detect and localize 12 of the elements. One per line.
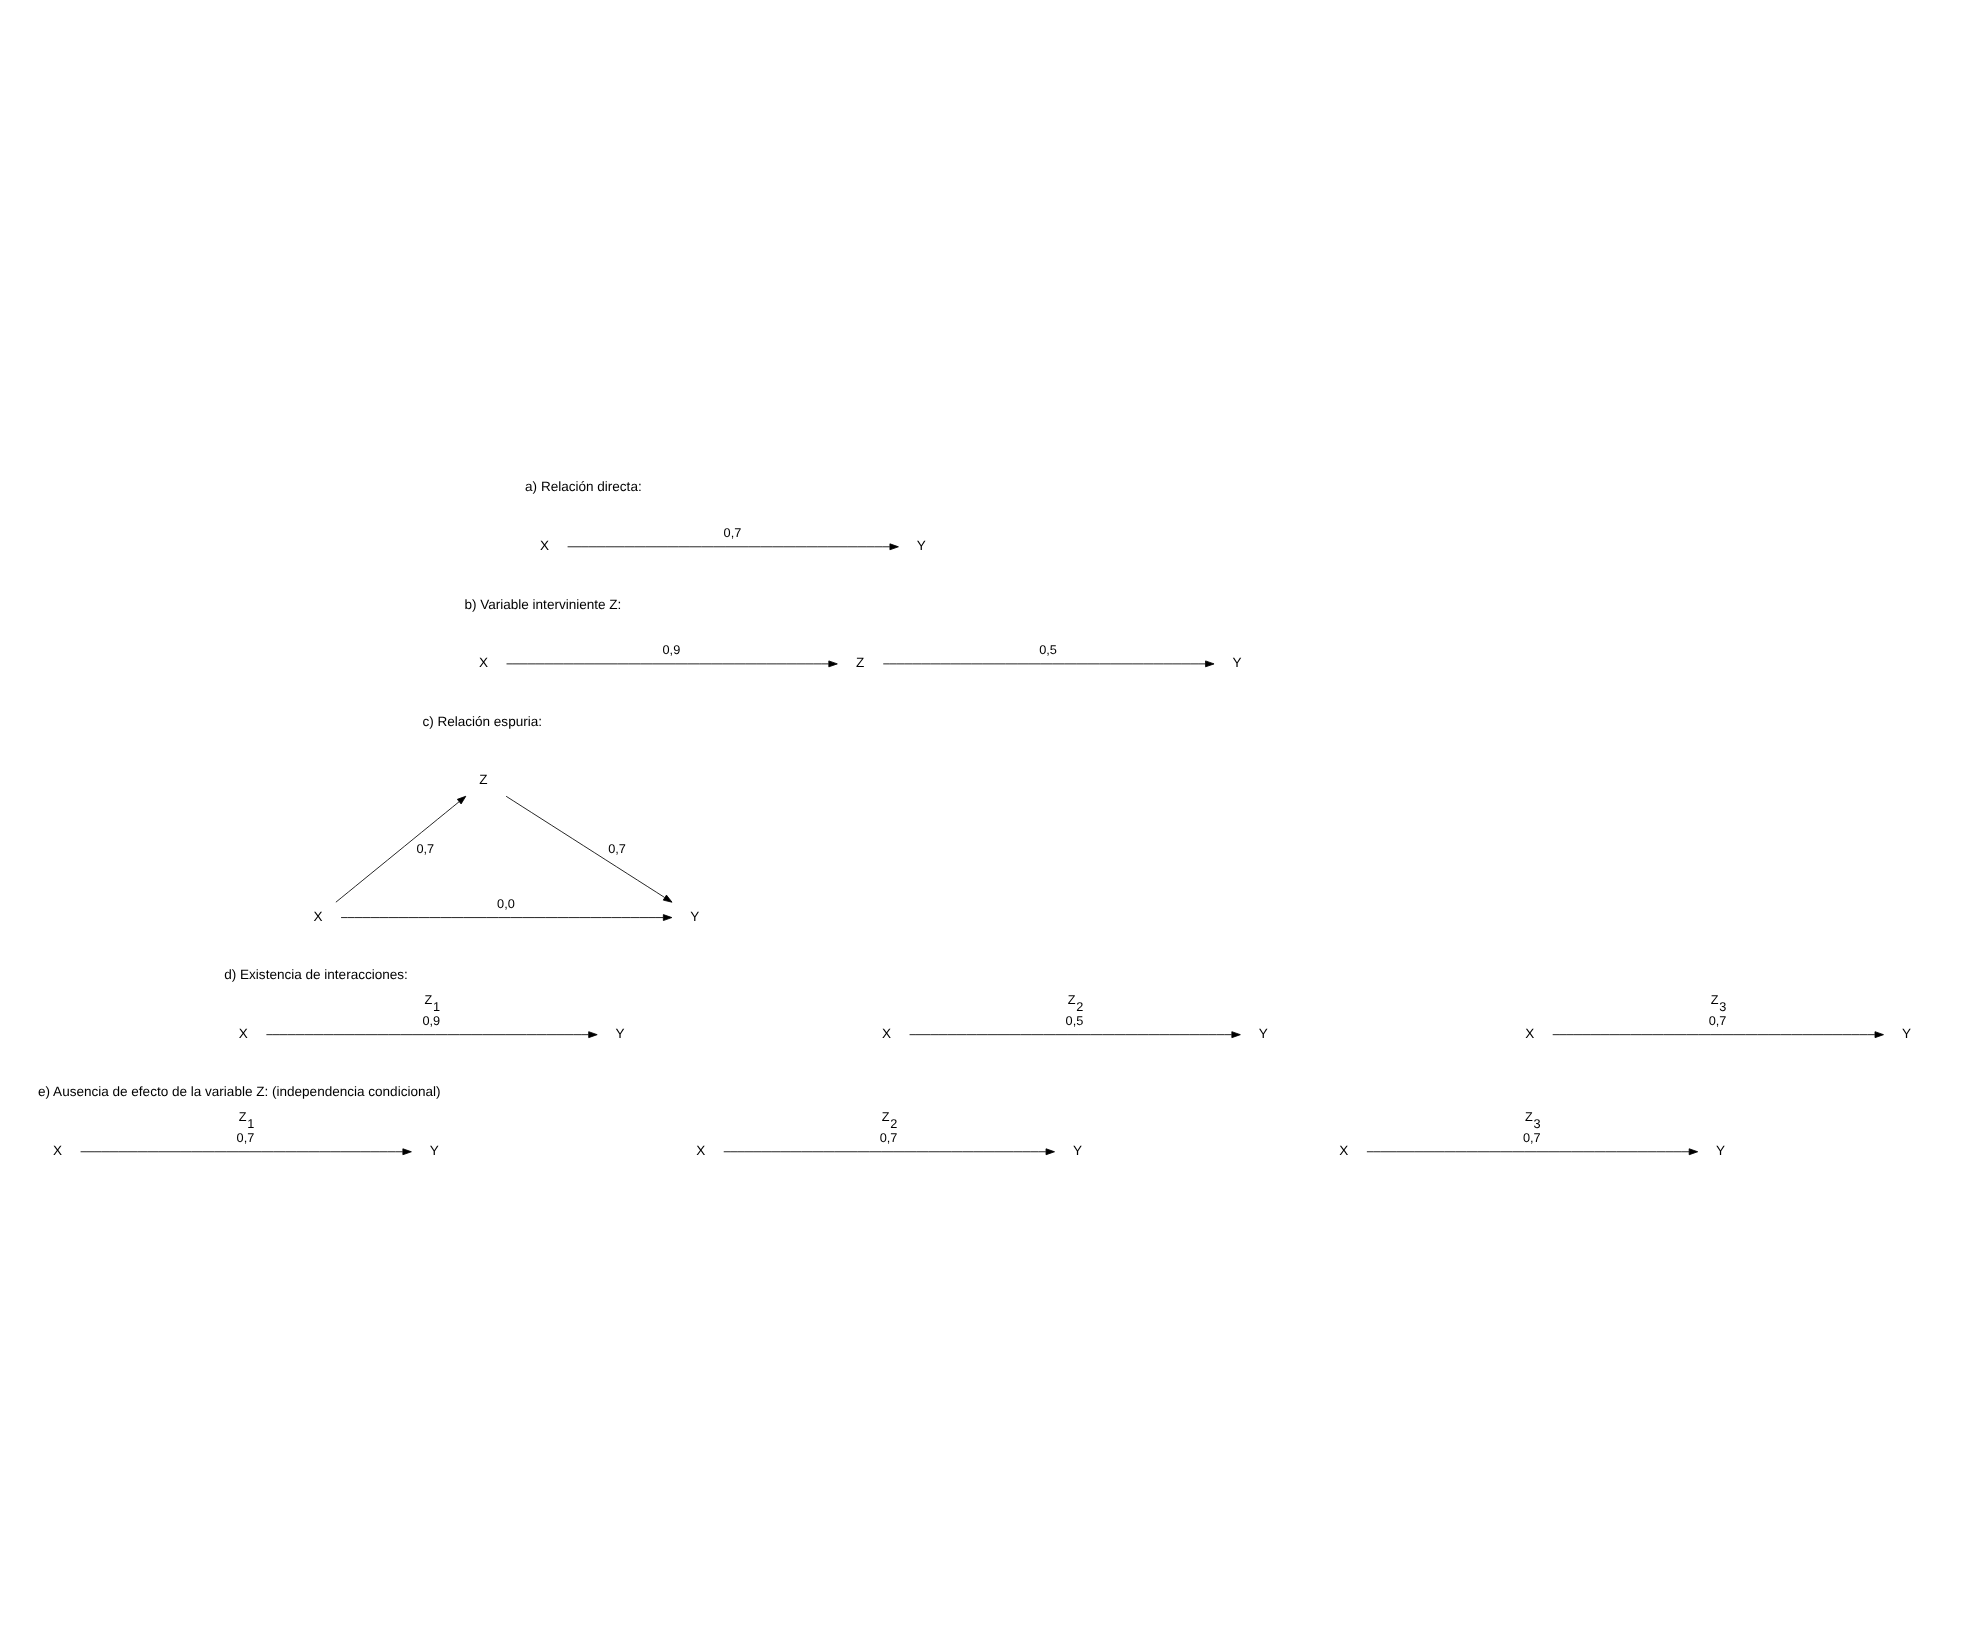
arrow [505,795,673,903]
arrow [909,1031,1241,1039]
arrow [335,795,467,903]
arrow [340,914,673,921]
arrow [1552,1031,1884,1039]
arrow [80,1148,412,1156]
arrow [723,1148,1055,1156]
arrow [567,543,899,551]
arrow [506,660,838,668]
arrow [265,1031,598,1039]
arrow [1366,1148,1699,1156]
arrow [882,660,1215,668]
